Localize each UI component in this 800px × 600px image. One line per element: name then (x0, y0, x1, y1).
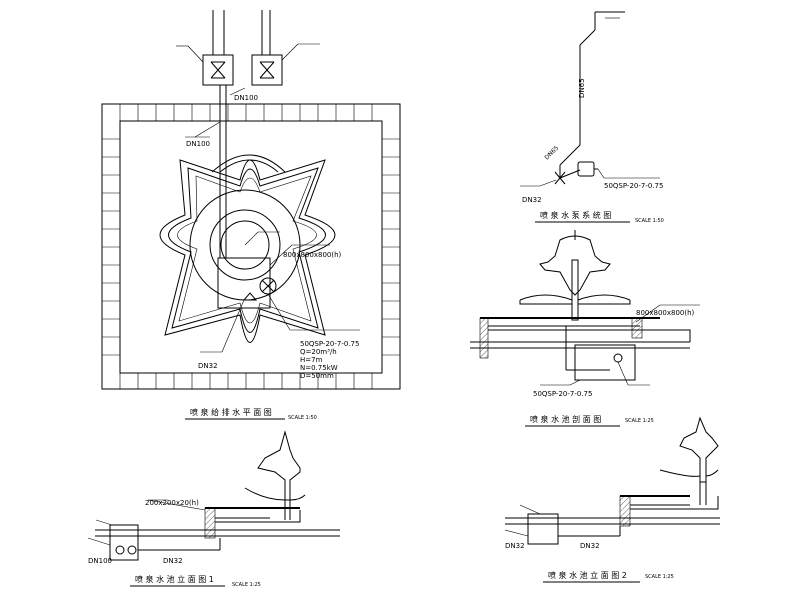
pipe-label-dn100-elev: DN100 (88, 557, 112, 565)
paving-tiles (102, 104, 400, 389)
svg-text:喷 泉 给 排 水 平 面 图: 喷 泉 给 排 水 平 面 图 (190, 407, 272, 417)
pump-section-model: 50QSP-20-7-0.75 (533, 390, 592, 398)
section-scale: SCALE 1:25 (625, 418, 654, 424)
fountain-elevation-left: 200x200x20(h) DN100 DN32 喷 泉 水 池 立 面 图 1… (87, 430, 340, 588)
pipe-label-dn100-top: DN100 (234, 94, 258, 102)
pump-side-model: 50QSP-20-7-0.75 (604, 182, 663, 190)
pump-plan-n: N=0.75kW (300, 364, 338, 372)
fountain-elevation-right: DN32 DN32 喷 泉 水 池 立 面 图 2 SCALE 1:25 (504, 416, 720, 583)
pump-plan-model: 50QSP-20-7-0.75 (300, 340, 359, 348)
pump-plan-h: H=7m (300, 356, 323, 364)
pit-elev-label: 200x200x20(h) (145, 499, 199, 507)
svg-text:喷 泉 水 池 立 面 图 1: 喷 泉 水 池 立 面 图 1 (135, 574, 214, 584)
pipe-label-dn32-side: DN32 (522, 196, 542, 204)
pump-system-diagram: DN65 DN65 50QSP-20-7-0.75 DN32 喷 泉 水 泵 系… (520, 11, 664, 224)
svg-text:喷 泉 水 池 立 面 图 2: 喷 泉 水 池 立 面 图 2 (548, 570, 627, 580)
svg-text:喷 泉 水 泵 系 统 图: 喷 泉 水 泵 系 统 图 (540, 210, 611, 220)
pipe-label-dn65: DN65 (578, 78, 586, 98)
pipe-label-dn32-elev2a: DN32 (505, 542, 525, 550)
elevation-left-title: 喷 泉 水 池 立 面 图 1 SCALE 1:25 (130, 574, 261, 588)
plan-title: 喷 泉 给 排 水 平 面 图 SCALE 1:50 (185, 407, 317, 421)
pit-section-label: 800x800x800(h) (636, 309, 695, 317)
pipe-label-dn32-elev: DN32 (163, 557, 183, 565)
elev-left-scale: SCALE 1:25 (232, 582, 261, 588)
plan-scale: SCALE 1:50 (288, 415, 317, 421)
section-title: 喷 泉 水 池 剖 面 图 SCALE 1:25 (525, 414, 654, 427)
pipe-label-dn65-diag: DN65 (543, 144, 560, 161)
pipe-label-dn32-plan: DN32 (198, 362, 218, 370)
system-scale: SCALE 1:50 (635, 218, 664, 224)
pipe-label-dn32-elev2b: DN32 (580, 542, 600, 550)
fountain-section-view: 800x800x800(h) 50QSP-20-7-0.75 喷 泉 水 池 剖… (470, 230, 700, 427)
system-title: 喷 泉 水 泵 系 统 图 SCALE 1:50 (535, 210, 664, 224)
valve-box-right (251, 10, 320, 86)
pump-plan-d: D=50mm (300, 372, 334, 380)
svg-text:喷 泉 水 池 剖 面 图: 喷 泉 水 池 剖 面 图 (530, 414, 601, 424)
fountain-plan-view: DN100 DN100 (101, 10, 401, 421)
elev-right-scale: SCALE 1:25 (645, 574, 674, 580)
pit-plan-label: 800x800x800(h) (283, 251, 342, 259)
pump-plan-q: Q=20m³/h (300, 348, 337, 356)
elevation-right-title: 喷 泉 水 池 立 面 图 2 SCALE 1:25 (543, 570, 674, 583)
pipe-label-dn100-mid: DN100 (186, 140, 210, 148)
valve-box-left (176, 10, 234, 86)
